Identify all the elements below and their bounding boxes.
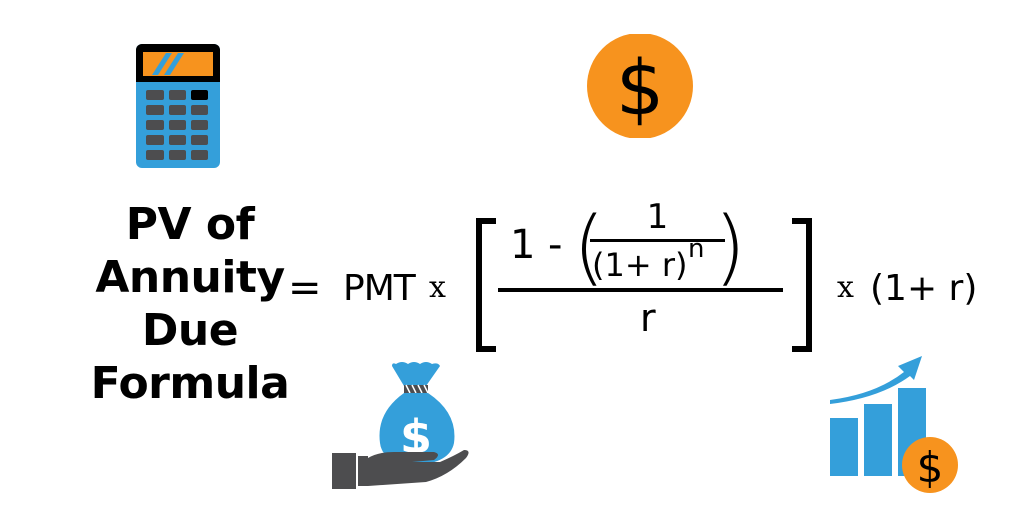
money-bag-hand-icon: $ [330, 358, 470, 493]
title-line-4: Formula [90, 358, 290, 409]
inner-numerator: 1 [646, 197, 669, 237]
dollar-sign: $ [616, 43, 664, 132]
left-paren: ( [573, 200, 605, 295]
multiply-sign: x [429, 270, 446, 305]
left-bracket [476, 218, 496, 352]
growth-factor: (1+ r) [870, 268, 978, 309]
calculator-icon [136, 44, 220, 168]
page-title: PV of Annuity Due Formula [80, 198, 300, 410]
right-bracket [792, 218, 812, 352]
svg-text:$: $ [917, 443, 944, 492]
denominator-r: r [640, 296, 656, 340]
right-paren: ) [714, 200, 746, 295]
numerator-one: 1 [510, 222, 536, 268]
equals-sign: = [288, 265, 322, 311]
pmt-term: PMT [343, 268, 416, 309]
title-line-3: Due [141, 305, 239, 356]
main-fraction-bar [498, 288, 783, 292]
inner-fraction-bar [590, 239, 725, 242]
title-line-1: PV of [125, 199, 255, 250]
dollar-coin-icon: $ [586, 34, 694, 138]
minus-sign: - [548, 222, 563, 268]
title-line-2: Annuity [95, 252, 285, 303]
multiply-sign-2: x [837, 270, 854, 305]
inner-denominator: (1+ r) [592, 246, 688, 284]
growth-chart-dollar-icon: $ [826, 354, 966, 499]
exponent-n: n [688, 234, 705, 264]
